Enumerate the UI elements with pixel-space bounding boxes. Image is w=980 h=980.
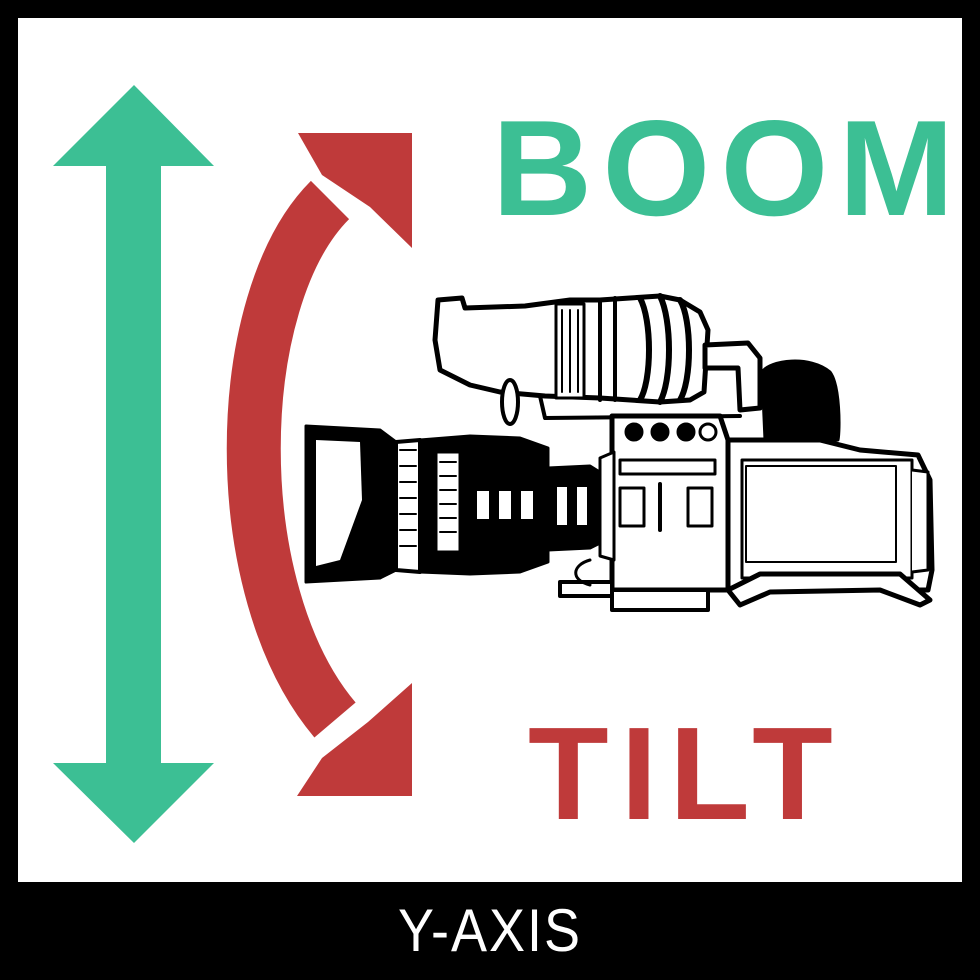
boom-vertical-arrow-icon <box>53 85 214 843</box>
tilt-label: TILT <box>528 700 845 847</box>
boom-label: BOOM <box>492 92 965 244</box>
video-camera-illustration <box>304 293 935 612</box>
axis-label: Y-AXIS <box>397 897 583 965</box>
footer-bar: Y-AXIS <box>0 882 980 980</box>
tilt-curved-arrow-icon <box>226 133 412 796</box>
